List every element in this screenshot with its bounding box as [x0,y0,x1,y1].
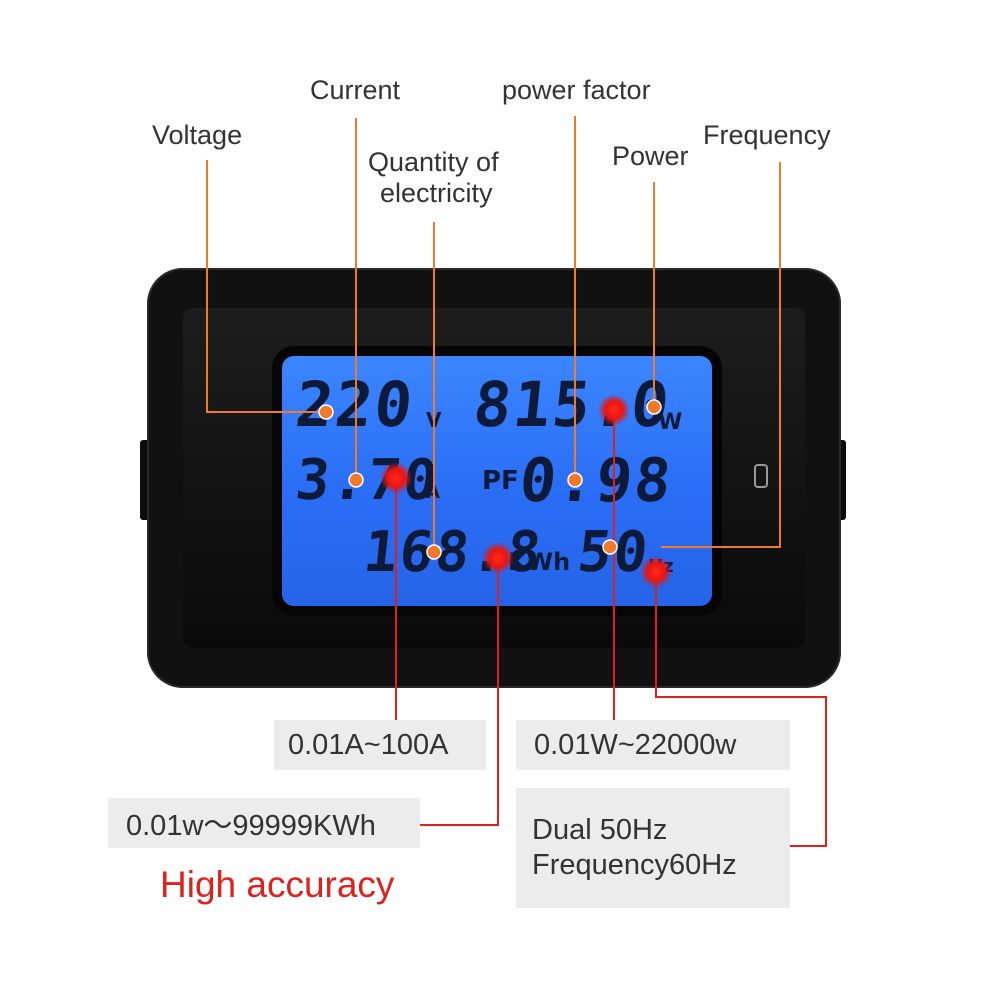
label-quantity-line1: Quantity of [368,147,499,177]
frequency-spec-line1: Dual 50Hz [532,814,668,847]
label-power-factor: power factor [502,75,651,105]
power-range-text: 0.01W~22000w [534,728,737,761]
voltage-unit: V [426,408,442,432]
pf-label: PF [482,466,519,496]
current-unit: A [426,482,440,503]
frequency-spec-box: Dual 50Hz Frequency60Hz [516,788,790,908]
power-unit: W [658,410,683,435]
current-range-text: 0.01A~100A [288,728,449,761]
energy-range-box: 0.01w〜99999KWh [108,798,420,848]
power-range-box: 0.01W~22000w [516,720,790,770]
label-frequency: Frequency [703,120,831,150]
frequency-unit: Hz [648,556,674,577]
energy-unit: KWh [508,548,571,576]
device-side-tab-left [140,440,150,520]
current-range-box: 0.01A~100A [274,720,486,770]
power-reading: 815.0 [470,368,675,441]
device-side-tab-right [836,440,846,520]
label-current: Current [310,75,401,105]
pf-reading: 0.98 [516,446,677,516]
voltage-reading: 220 [292,368,418,441]
current-reading: 3.70 [292,448,443,513]
status-indicator [754,464,768,488]
label-quantity-line2: electricity [380,178,493,208]
high-accuracy-caption: High accuracy [160,864,395,905]
energy-range-text: 0.01w〜99999KWh [126,810,376,842]
label-voltage: Voltage [152,120,243,150]
frequency-spec-line2: Frequency60Hz [532,849,737,881]
label-power: Power [612,141,689,171]
frequency-reading: 50 [574,520,653,585]
